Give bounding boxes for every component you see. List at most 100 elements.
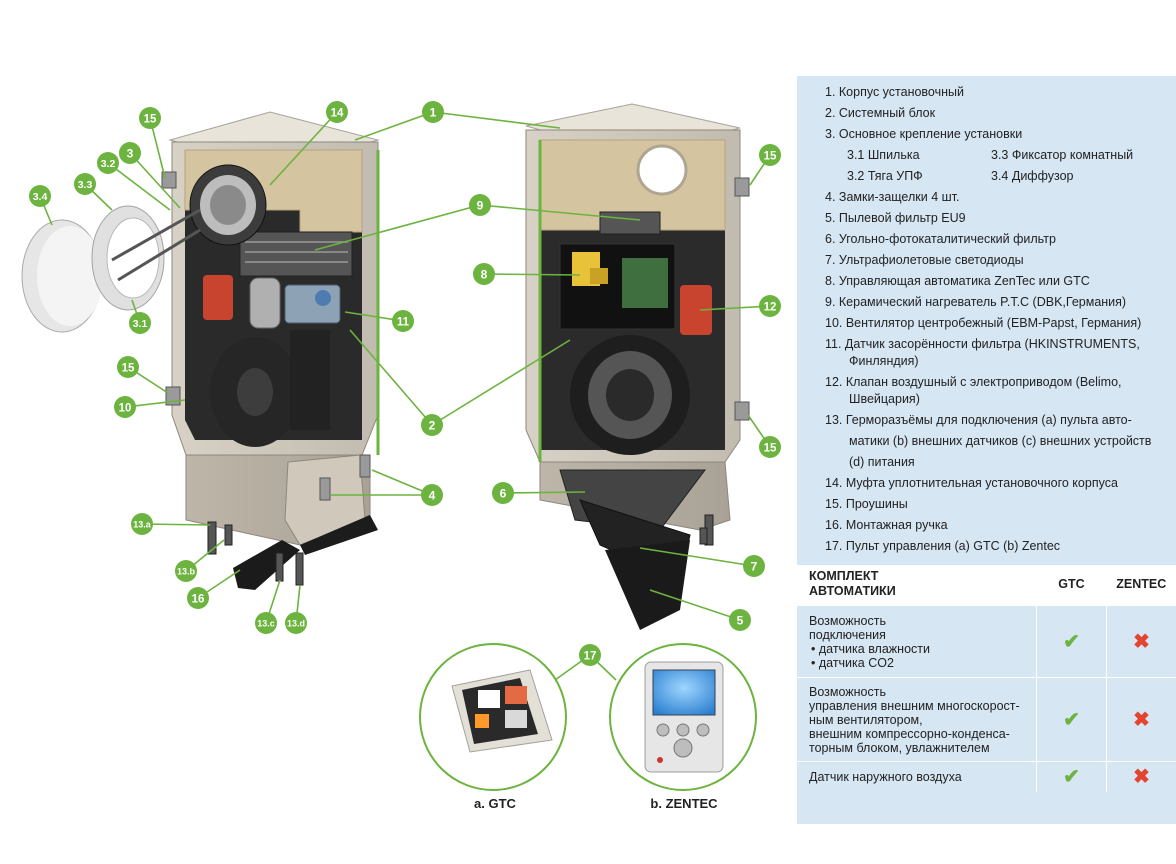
svg-text:1: 1 bbox=[430, 106, 437, 120]
feature-line: внешним компрессорно-конденса- bbox=[809, 726, 1010, 741]
legend-item: 12. Клапан воздушный с электроприводом (… bbox=[825, 375, 1122, 389]
legend-subitem: 3.1 Шпилька bbox=[847, 148, 920, 162]
svg-text:2: 2 bbox=[429, 419, 436, 433]
callout-3-4[interactable]: 3.4 bbox=[29, 185, 51, 207]
svg-text:4: 4 bbox=[429, 489, 436, 503]
callout-16[interactable]: 16 bbox=[187, 587, 209, 609]
gtc-cell: ✔ bbox=[1036, 677, 1107, 762]
cross-icon: ✖ bbox=[1133, 709, 1150, 731]
callout-6[interactable]: 6 bbox=[492, 482, 514, 504]
svg-text:13.b: 13.b bbox=[177, 567, 196, 577]
legend-item: 8. Управляющая автоматика ZenTec или GTC bbox=[825, 274, 1090, 288]
zentec-cell: ✖ bbox=[1106, 761, 1176, 792]
legend-item: 7. Ультрафиолетовые светодиоды bbox=[825, 253, 1024, 267]
check-icon: ✔ bbox=[1063, 709, 1080, 731]
feature-cell: Возможность подключения • датчика влажно… bbox=[797, 605, 1037, 678]
svg-text:3.1: 3.1 bbox=[133, 318, 148, 330]
gtc-cell: ✔ bbox=[1036, 605, 1107, 678]
controller-gtc bbox=[419, 643, 567, 791]
svg-text:14: 14 bbox=[331, 108, 344, 120]
callouts: 1 2 3 3.1 3.2 3.3 3.4 4 5 6 7 8 9 10 11 … bbox=[29, 101, 781, 666]
callout-3[interactable]: 3 bbox=[119, 142, 141, 164]
table-title: КОМПЛЕКТ АВТОМАТИКИ bbox=[797, 565, 1037, 606]
controller-a-label: a. GTC bbox=[474, 796, 517, 811]
feature-cell: Датчик наружного воздуха bbox=[797, 761, 1037, 792]
legend-item: 3. Основное крепление установки bbox=[825, 127, 1023, 141]
feature-bullet: • датчика влажности bbox=[811, 641, 930, 656]
controller-zentec bbox=[609, 643, 757, 791]
legend-subitem: 3.2 Тяга УПФ bbox=[847, 169, 923, 183]
svg-text:11: 11 bbox=[397, 317, 410, 329]
zentec-cell: ✖ bbox=[1106, 677, 1176, 762]
svg-text:10: 10 bbox=[119, 403, 132, 415]
table-title-line: АВТОМАТИКИ bbox=[809, 584, 896, 598]
callout-13a[interactable]: 13.a bbox=[131, 513, 153, 535]
leader-lines bbox=[39, 111, 771, 681]
callout-15-a[interactable]: 15 bbox=[139, 107, 161, 129]
svg-text:13.d: 13.d bbox=[287, 619, 305, 629]
table-row: Возможность управления внешним многоскор… bbox=[797, 677, 1176, 762]
callout-10[interactable]: 10 bbox=[114, 396, 136, 418]
legend-item-continued: Финляндия) bbox=[849, 354, 919, 368]
feature-bullet: • датчика CO2 bbox=[811, 655, 894, 670]
feature-line: Датчик наружного воздуха bbox=[809, 769, 962, 784]
svg-text:16: 16 bbox=[192, 594, 205, 606]
callout-11[interactable]: 11 bbox=[392, 310, 414, 332]
svg-text:17: 17 bbox=[584, 651, 597, 663]
callout-5[interactable]: 5 bbox=[729, 609, 751, 631]
legend-item: 9. Керамический нагреватель P.T.C (DBK,Г… bbox=[825, 295, 1127, 309]
svg-text:5: 5 bbox=[737, 614, 744, 628]
callout-3-3[interactable]: 3.3 bbox=[74, 173, 96, 195]
svg-text:6: 6 bbox=[500, 487, 507, 501]
callout-4[interactable]: 4 bbox=[421, 484, 443, 506]
legend-item: 13. Герморазъёмы для подключения (а) пул… bbox=[825, 413, 1132, 427]
column-header-gtc: GTC bbox=[1036, 565, 1107, 606]
svg-text:8: 8 bbox=[481, 268, 488, 282]
callout-3-2[interactable]: 3.2 bbox=[97, 152, 119, 174]
controller-b-label: b. ZENTEC bbox=[650, 796, 718, 811]
svg-text:3.4: 3.4 bbox=[33, 191, 48, 203]
legend-item-continued: Швейцария) bbox=[849, 392, 920, 406]
feature-cell: Возможность управления внешним многоскор… bbox=[797, 677, 1037, 762]
callout-7[interactable]: 7 bbox=[743, 555, 765, 577]
legend-item: 14. Муфта уплотнительная установочного к… bbox=[825, 476, 1118, 490]
svg-text:12: 12 bbox=[764, 302, 777, 314]
callout-13c[interactable]: 13.c bbox=[255, 612, 277, 634]
legend-item: 1. Корпус установочный bbox=[825, 85, 964, 99]
callout-15-d[interactable]: 15 bbox=[759, 436, 781, 458]
svg-text:15: 15 bbox=[764, 443, 777, 455]
svg-text:15: 15 bbox=[764, 151, 777, 163]
feature-line: торным блоком, увлажнителем bbox=[809, 740, 990, 755]
callout-12[interactable]: 12 bbox=[759, 295, 781, 317]
callout-13d[interactable]: 13.d bbox=[285, 612, 307, 634]
callout-3-1[interactable]: 3.1 bbox=[129, 312, 151, 334]
legend-subitem: 3.3 Фиксатор комнатный bbox=[991, 148, 1134, 162]
callout-13b[interactable]: 13.b bbox=[175, 560, 197, 582]
table-row: Датчик наружного воздуха ✔ ✖ bbox=[797, 761, 1176, 792]
callout-2[interactable]: 2 bbox=[421, 414, 443, 436]
feature-line: управления внешним многоскорост- bbox=[809, 698, 1020, 713]
legend-subitem-row: 3.1 Шпилька 3.3 Фиксатор комнатный bbox=[797, 145, 1176, 166]
callout-1[interactable]: 1 bbox=[422, 101, 444, 123]
callout-8[interactable]: 8 bbox=[473, 263, 495, 285]
legend-item: 11. Датчик засорённости фильтра (HKINSTR… bbox=[825, 337, 1140, 351]
table-header-row: КОМПЛЕКТ АВТОМАТИКИ GTC ZENTEC bbox=[797, 565, 1176, 606]
legend-item: 17. Пульт управления (а) GTC (b) Zentec bbox=[825, 539, 1061, 553]
svg-text:13.c: 13.c bbox=[257, 619, 275, 629]
callout-9[interactable]: 9 bbox=[469, 194, 491, 216]
svg-text:9: 9 bbox=[477, 199, 484, 213]
table-row: Возможность подключения • датчика влажно… bbox=[797, 605, 1176, 678]
callout-14[interactable]: 14 bbox=[326, 101, 348, 123]
legend-subitem-row: 3.2 Тяга УПФ 3.4 Диффузор bbox=[797, 166, 1176, 187]
check-icon: ✔ bbox=[1063, 631, 1080, 653]
svg-text:15: 15 bbox=[122, 363, 135, 375]
callout-15-c[interactable]: 15 bbox=[759, 144, 781, 166]
cross-icon: ✖ bbox=[1133, 631, 1150, 653]
ventilation-unit-diagram: a. GTC b. ZENTEC 1 2 3 3.1 3.2 3.3 3.4 4… bbox=[21, 101, 781, 811]
callout-17[interactable]: 17 bbox=[579, 644, 601, 666]
svg-text:15: 15 bbox=[144, 114, 157, 126]
svg-text:3.2: 3.2 bbox=[101, 158, 116, 170]
feature-line: ным вентилятором, bbox=[809, 712, 923, 727]
callout-15-b[interactable]: 15 bbox=[117, 356, 139, 378]
legend-item-continued: (d) питания bbox=[849, 455, 915, 469]
